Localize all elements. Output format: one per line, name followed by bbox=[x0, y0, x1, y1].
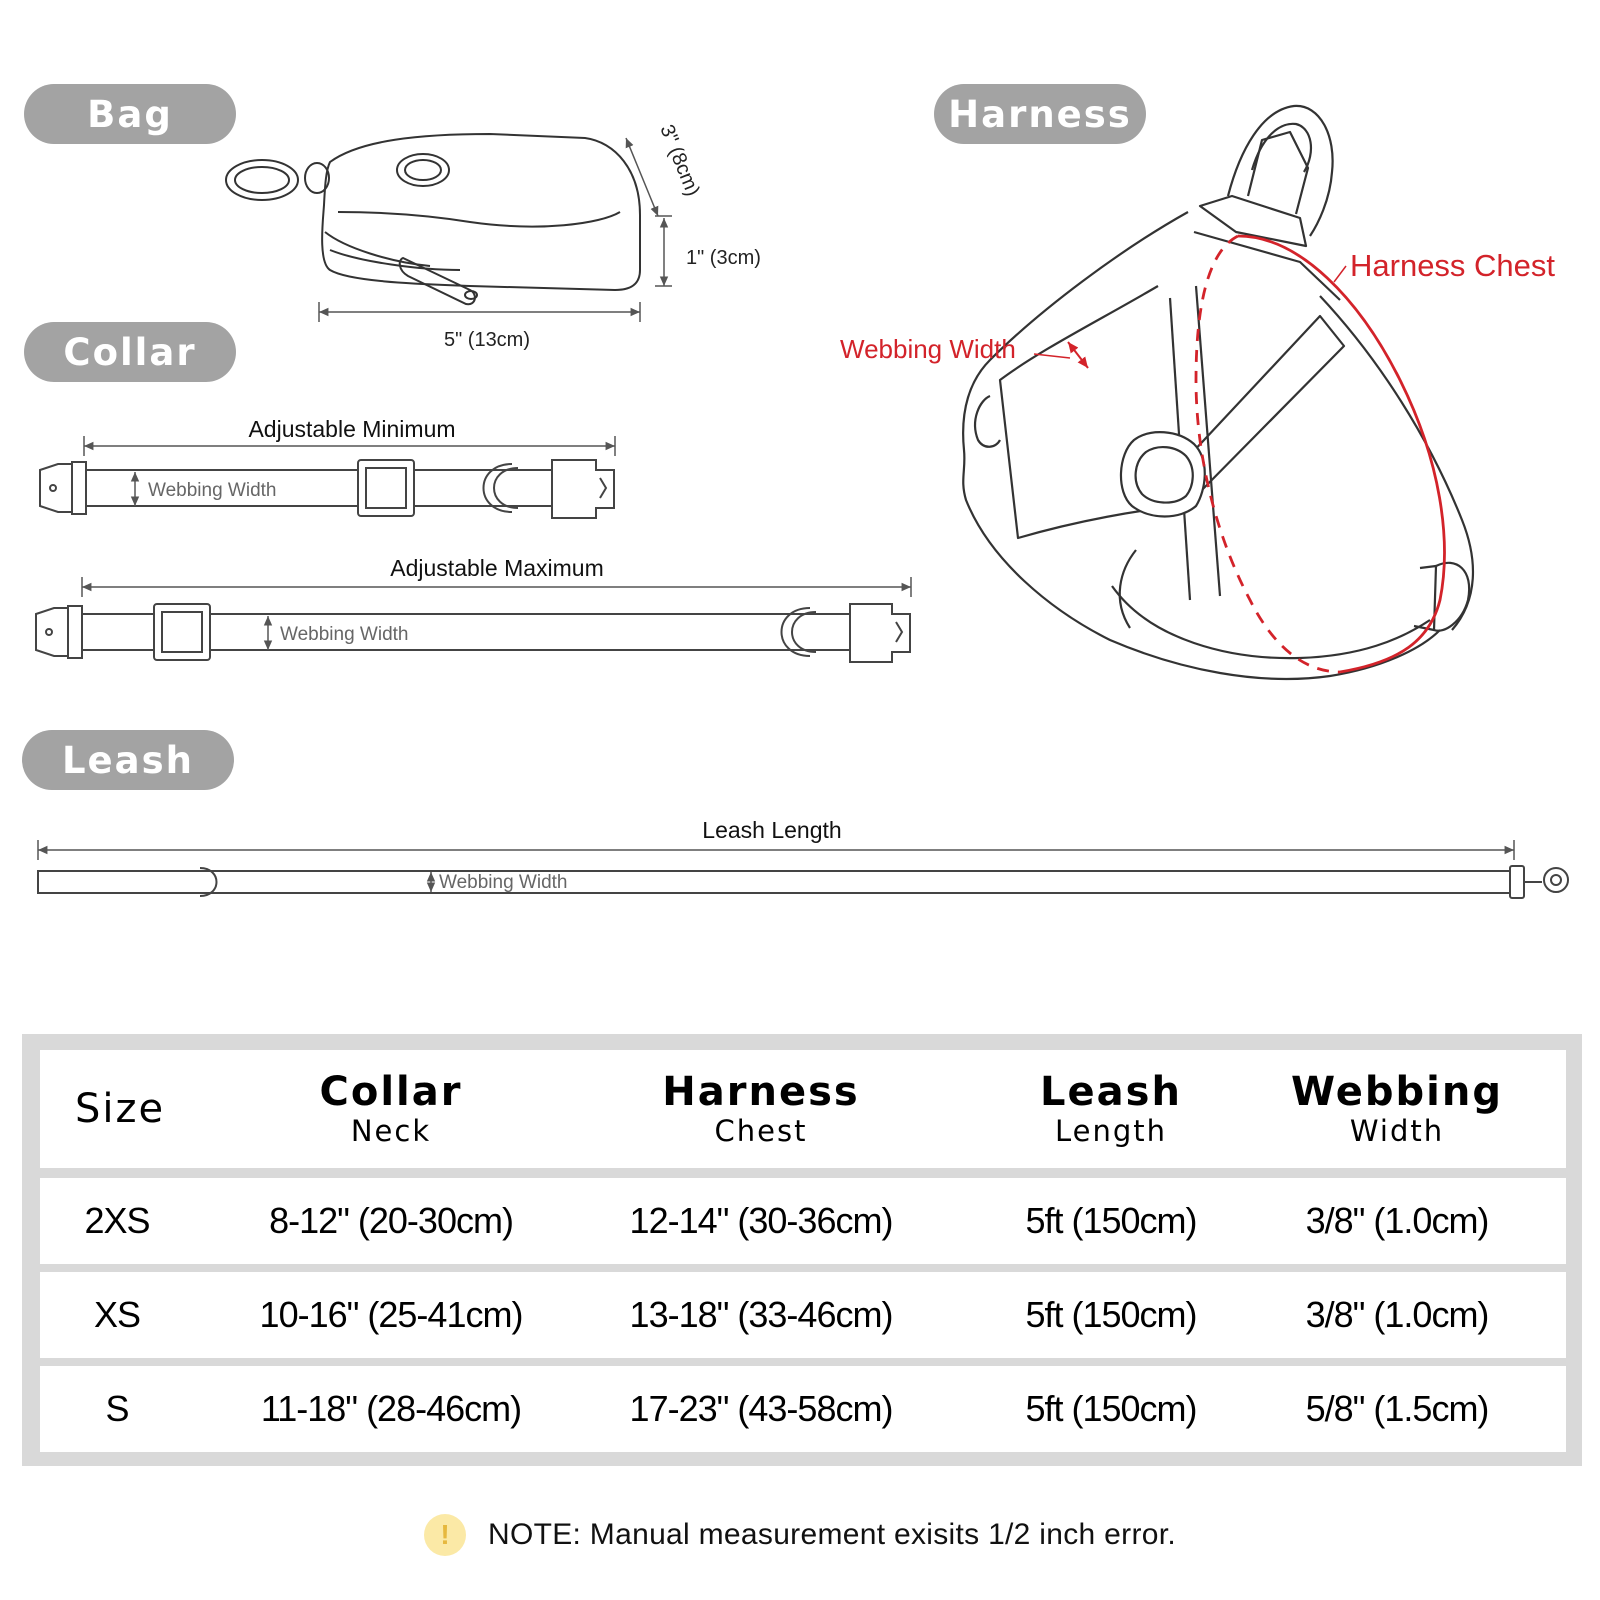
harness-cell: 17-23" (43-58cm) bbox=[629, 1388, 894, 1429]
collar-header-main: Collar bbox=[319, 1069, 463, 1115]
harness-webbing-pointer bbox=[1033, 353, 1071, 359]
collar-header-sub: Neck bbox=[350, 1114, 432, 1148]
bag-depth-label: 1" (3cm) bbox=[686, 247, 761, 269]
webbing-cell: 3/8" (1.0cm) bbox=[1305, 1294, 1490, 1335]
collar-cell: 10-16" (25-41cm) bbox=[259, 1294, 524, 1335]
product-illustrations: 3" (8cm) 1" (3cm) 5" (13cm) Adjustable M… bbox=[35, 104, 1569, 899]
collar-section-label: Collar bbox=[24, 322, 236, 382]
webbing-header-main: Webbing bbox=[1291, 1069, 1503, 1115]
bag-width-label: 5" (13cm) bbox=[444, 329, 530, 351]
harness-chest-pointer bbox=[1333, 265, 1347, 283]
measurement-note: ! NOTE: Manual measurement exisits 1/2 i… bbox=[0, 1514, 1600, 1556]
bag-height-label: 3" (8cm) bbox=[655, 122, 703, 200]
bag-section-label: Bag bbox=[24, 84, 236, 144]
bag-dimension-lines bbox=[318, 137, 672, 322]
size-cell: 2XS bbox=[84, 1200, 150, 1241]
webbing-cell: 5/8" (1.5cm) bbox=[1305, 1388, 1490, 1429]
size-cell: S bbox=[105, 1388, 129, 1429]
harness-cell: 13-18" (33-46cm) bbox=[629, 1294, 894, 1335]
harness-header-sub: Chest bbox=[714, 1114, 808, 1148]
size-header: Size bbox=[74, 1086, 166, 1132]
harness-webbing-arrow bbox=[1067, 341, 1089, 369]
leash-header: Leash Length bbox=[1040, 1050, 1182, 1168]
collar-cell: 11-18" (28-46cm) bbox=[260, 1388, 522, 1429]
poop-bag-dispenser bbox=[225, 132, 641, 306]
webbing-header: Webbing Width bbox=[1291, 1050, 1503, 1168]
leash-header-sub: Length bbox=[1054, 1114, 1168, 1148]
harness-header: Harness Chest bbox=[662, 1050, 859, 1168]
collar-max-webbing-width-label: Webbing Width bbox=[280, 624, 409, 645]
table-row: XS 10-16" (25-41cm) 13-18" (33-46cm) 5ft… bbox=[40, 1272, 1566, 1358]
webbing-cell: 3/8" (1.0cm) bbox=[1305, 1200, 1490, 1241]
harness-cell: 12-14" (30-36cm) bbox=[629, 1200, 894, 1241]
size-cell: XS bbox=[93, 1294, 141, 1335]
leash-cell: 5ft (150cm) bbox=[1025, 1200, 1197, 1241]
collar-cell: 8-12" (20-30cm) bbox=[269, 1200, 514, 1241]
leash-webbing-width-label: Webbing Width bbox=[439, 872, 568, 893]
warning-icon: ! bbox=[424, 1514, 466, 1556]
harness-webbing-width-label: Webbing Width bbox=[840, 334, 1016, 364]
collar-min-webbing-width-label: Webbing Width bbox=[148, 480, 277, 501]
leash-cell: 5ft (150cm) bbox=[1025, 1388, 1197, 1429]
leash-cell: 5ft (150cm) bbox=[1025, 1294, 1197, 1335]
harness-chest-measure bbox=[1194, 234, 1446, 674]
leash-header-main: Leash bbox=[1040, 1069, 1182, 1115]
note-text: NOTE: Manual measurement exisits 1/2 inc… bbox=[488, 1518, 1176, 1551]
leash-section-label: Leash bbox=[22, 730, 234, 790]
leash-length-label: Leash Length bbox=[702, 817, 841, 843]
collar-maximum bbox=[35, 603, 911, 663]
webbing-header-sub: Width bbox=[1349, 1114, 1445, 1148]
harness-header-main: Harness bbox=[662, 1069, 860, 1115]
table-row: S 11-18" (28-46cm) 17-23" (43-58cm) 5ft … bbox=[40, 1366, 1566, 1452]
leash bbox=[37, 865, 1569, 899]
adjustable-minimum-label: Adjustable Minimum bbox=[248, 416, 455, 442]
collar-header: Collar Neck bbox=[320, 1050, 463, 1168]
size-table-header: Size Collar Neck Harness Chest Leash Len… bbox=[40, 1050, 1566, 1168]
harness-chest-label: Harness Chest bbox=[1350, 248, 1555, 283]
table-row: 2XS 8-12" (20-30cm) 12-14" (30-36cm) 5ft… bbox=[40, 1178, 1566, 1264]
dog-harness bbox=[962, 104, 1475, 681]
harness-section-label: Harness bbox=[934, 84, 1146, 144]
collar-minimum bbox=[39, 459, 615, 519]
adjustable-maximum-label: Adjustable Maximum bbox=[390, 555, 603, 581]
